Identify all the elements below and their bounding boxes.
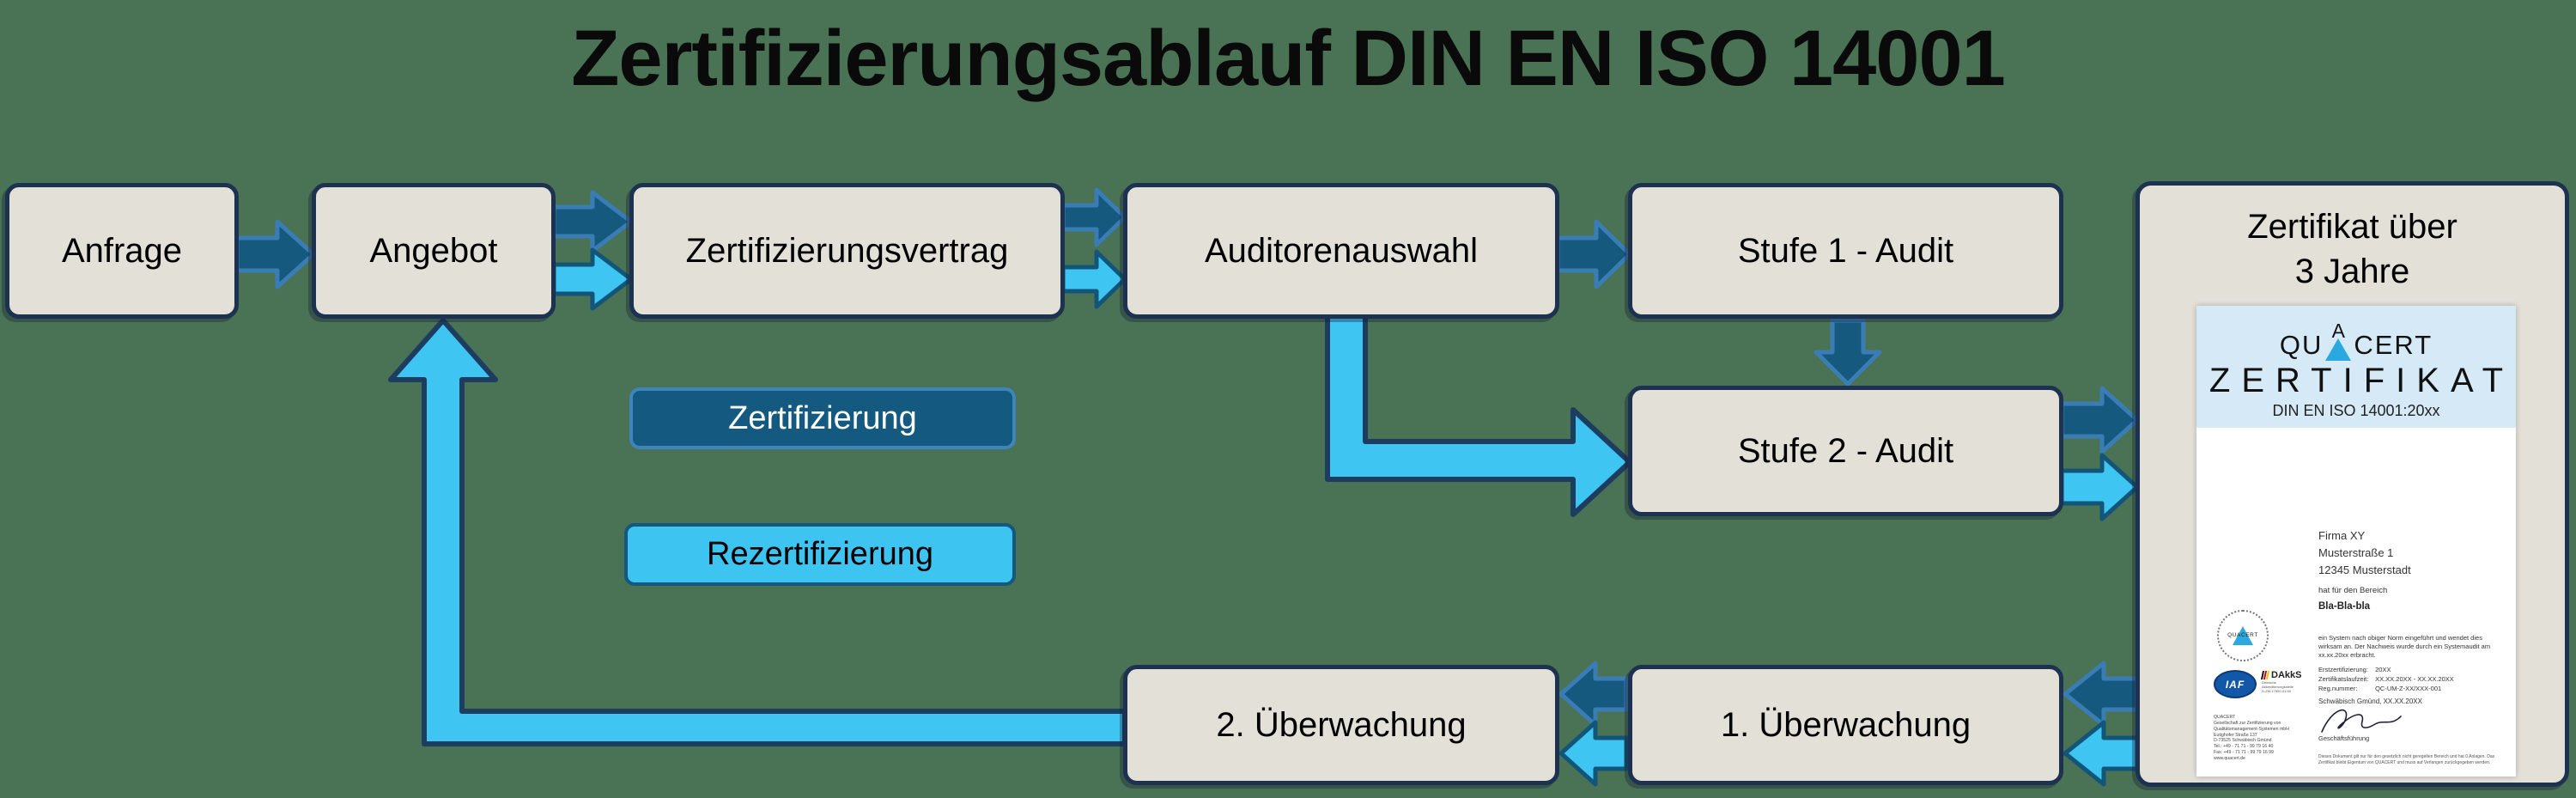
dakks-sub-line: D-ZM-17500-01-00 [2262, 689, 2292, 694]
legend-zertifizierung: Zertifizierung [629, 387, 1016, 449]
certificate-legal-text: Dieses Dokument gilt nur für den gesetzl… [2318, 754, 2495, 765]
field-row: Erstzertifizierung: 20XX [2318, 666, 2454, 675]
flow-box-auditorenauswahl-label: Auditorenauswahl [1205, 231, 1478, 270]
certificate-panel-title-line2: 3 Jahre [2294, 253, 2410, 290]
arrow-auditoren-to-stufe1 [1555, 219, 1632, 289]
dakks-logo-row: DAkkS [2260, 670, 2302, 680]
certificate-scope-label: hat für den Bereich [2318, 586, 2388, 595]
dakks-sub-line: Akkreditierungsstelle [2262, 685, 2293, 690]
certificate-statement: ein System nach obiger Norm eingeführt u… [2318, 634, 2491, 660]
flow-box-ueberwachung1-label: 1. Überwachung [1720, 705, 1971, 744]
quacert-logo: QU A CERT [2280, 311, 2433, 361]
issuer-line: QUACERT [2214, 715, 2236, 720]
issuer-line: D-73525 Schwäbisch Gmünd [2214, 738, 2272, 744]
certificate-panel: Zertifikat über 3 Jahre QU A CERT ZERTIF… [2136, 181, 2569, 787]
legend-zertifizierung-label: Zertifizierung [728, 399, 917, 436]
legend-rezertifizierung-label: Rezertifizierung [707, 536, 933, 572]
issuer-line: Eutighofer Straße 137 [2214, 732, 2257, 738]
arrow-ueberwachung1-to-ueberwachung2-light [1558, 720, 1629, 787]
arrow-vertrag-to-auditoren-light [1060, 249, 1127, 309]
flow-box-anfrage: Anfrage [5, 183, 239, 319]
dakks-logo: DAkkS Deutsche Akkreditierungsstelle D-Z… [2260, 670, 2302, 694]
certificate-panel-title-line1: Zertifikat über [2247, 208, 2458, 246]
certificate-fields: Erstzertifizierung: 20XX Zertifikatslauf… [2318, 666, 2454, 694]
flow-box-anfrage-label: Anfrage [61, 231, 183, 270]
arrow-auditoren-to-stufe2 [1325, 314, 1632, 517]
quacert-stamp-icon: QUACERT [2217, 610, 2269, 661]
flow-box-angebot-label: Angebot [369, 231, 498, 270]
flow-box-stufe1-audit: Stufe 1 - Audit [1628, 183, 2063, 319]
flow-box-stufe1-audit-label: Stufe 1 - Audit [1737, 231, 1954, 270]
certificate-panel-title: Zertifikat über 3 Jahre [2140, 204, 2565, 294]
arrow-angebot-to-vertrag-dark [551, 190, 634, 253]
flow-box-angebot: Angebot [312, 183, 556, 319]
arrow-ueberwachung2-to-angebot [388, 318, 1127, 746]
certificate-place-date: Schwäbisch Gmünd, XX.XX.20XX [2318, 697, 2422, 705]
accreditation-logos: IAF DAkkS Deutsche Akkreditierungsstelle… [2214, 670, 2301, 698]
triangle-icon [2325, 338, 2352, 361]
flow-box-auditorenauswahl: Auditorenauswahl [1123, 183, 1559, 319]
arrow-anfrage-to-angebot [234, 219, 316, 289]
flow-box-zertifizierungsvertrag: Zertifizierungsvertrag [629, 183, 1065, 319]
certificate-header-band: QU A CERT ZERTIFIKAT DIN EN ISO 14001:20… [2196, 306, 2516, 428]
arrow-stufe2-to-zertifikat-dark [2059, 386, 2140, 454]
certificate-document: QU A CERT ZERTIFIKAT DIN EN ISO 14001:20… [2196, 306, 2516, 777]
issuer-line: Qualitätsmanagement-Systemen mbH [2214, 726, 2289, 732]
flow-box-ueberwachung2-label: 2. Überwachung [1216, 705, 1467, 744]
quacert-logo-a: A [2331, 320, 2345, 342]
company-line: Musterstraße 1 [2318, 546, 2394, 560]
issuer-line: Tel.: +49 - 71 71 - 99 79 16 40 [2214, 744, 2274, 750]
signature-icon [2318, 704, 2404, 741]
flow-box-ueberwachung1: 1. Überwachung [1628, 665, 2063, 785]
quacert-logo-cert: CERT [2354, 330, 2433, 360]
arrow-vertrag-to-auditoren-dark [1060, 187, 1127, 247]
flow-box-ueberwachung2: 2. Überwachung [1123, 665, 1559, 785]
arrow-ueberwachung1-to-ueberwachung2-dark [1558, 661, 1629, 728]
certificate-company-block: Firma XY Musterstraße 1 12345 Musterstad… [2318, 527, 2411, 579]
field-row: Reg.nummer: QC-UM-Z-XX/XXX-001 [2318, 685, 2454, 694]
issuer-line: Gesellschaft zur Zertifizierung von [2214, 720, 2281, 726]
field-label: Zertifikatslaufzeit: [2318, 674, 2369, 683]
field-label: Erstzertifizierung: [2318, 666, 2368, 673]
dakks-sub-line: Deutsche [2262, 680, 2276, 685]
certificate-heading: ZERTIFIKAT [2208, 362, 2515, 399]
company-line: 12345 Musterstadt [2318, 563, 2411, 577]
signature-label: Geschäftsführung [2318, 734, 2370, 742]
certificate-scope-value: Bla-Bla-bla [2318, 601, 2371, 612]
issuer-address-block: QUACERT Gesellschaft zur Zertifizierung … [2214, 715, 2289, 762]
dakks-bars-icon [2260, 671, 2270, 679]
flow-box-stufe2-audit: Stufe 2 - Audit [1628, 386, 2063, 516]
certificate-norm: DIN EN ISO 14001:20xx [2272, 402, 2440, 419]
flow-box-zertifizierungsvertrag-label: Zertifizierungsvertrag [685, 231, 1009, 270]
field-value: QC-UM-Z-XX/XXX-001 [2375, 684, 2442, 692]
arrow-stufe2-to-zertifikat-light [2059, 453, 2140, 521]
flow-box-stufe2-audit-label: Stufe 2 - Audit [1737, 431, 1954, 470]
quacert-logo-qu: QU [2279, 330, 2324, 360]
company-line: Firma XY [2318, 529, 2366, 542]
legend-rezertifizierung: Rezertifizierung [624, 523, 1016, 586]
field-value: 20XX [2375, 666, 2391, 673]
arrow-angebot-to-vertrag-light [551, 247, 634, 311]
issuer-line: www.quacert.de [2214, 756, 2245, 762]
arrow-zertifikat-to-ueberwachung1-light [2063, 720, 2140, 787]
field-row: Zertifikatslaufzeit: XX.XX.20XX - XX.XX.… [2318, 675, 2454, 685]
stamp-label: QUACERT [2227, 632, 2258, 638]
field-value: XX.XX.20XX - XX.XX.20XX [2375, 674, 2454, 683]
page-title: Zertifizierungsablauf DIN EN ISO 14001 [571, 15, 2006, 102]
field-label: Reg.nummer: [2318, 684, 2358, 692]
arrow-stufe1-to-stufe2 [1814, 318, 1882, 387]
dakks-sub: Deutsche Akkreditierungsstelle D-ZM-1750… [2262, 680, 2301, 694]
quacert-logo-triangle-group: A [2325, 320, 2352, 361]
certificate-body: Firma XY Musterstraße 1 12345 Musterstad… [2196, 428, 2516, 777]
issuer-line: Fax: +49 - 71 71 - 99 79 16 99 [2214, 750, 2274, 756]
arrow-zertifikat-to-ueberwachung1-dark [2063, 661, 2140, 728]
dakks-name: DAkkS [2271, 670, 2302, 680]
iaf-logo: IAF [2214, 670, 2257, 698]
stamp-triangle-icon [2233, 626, 2253, 645]
